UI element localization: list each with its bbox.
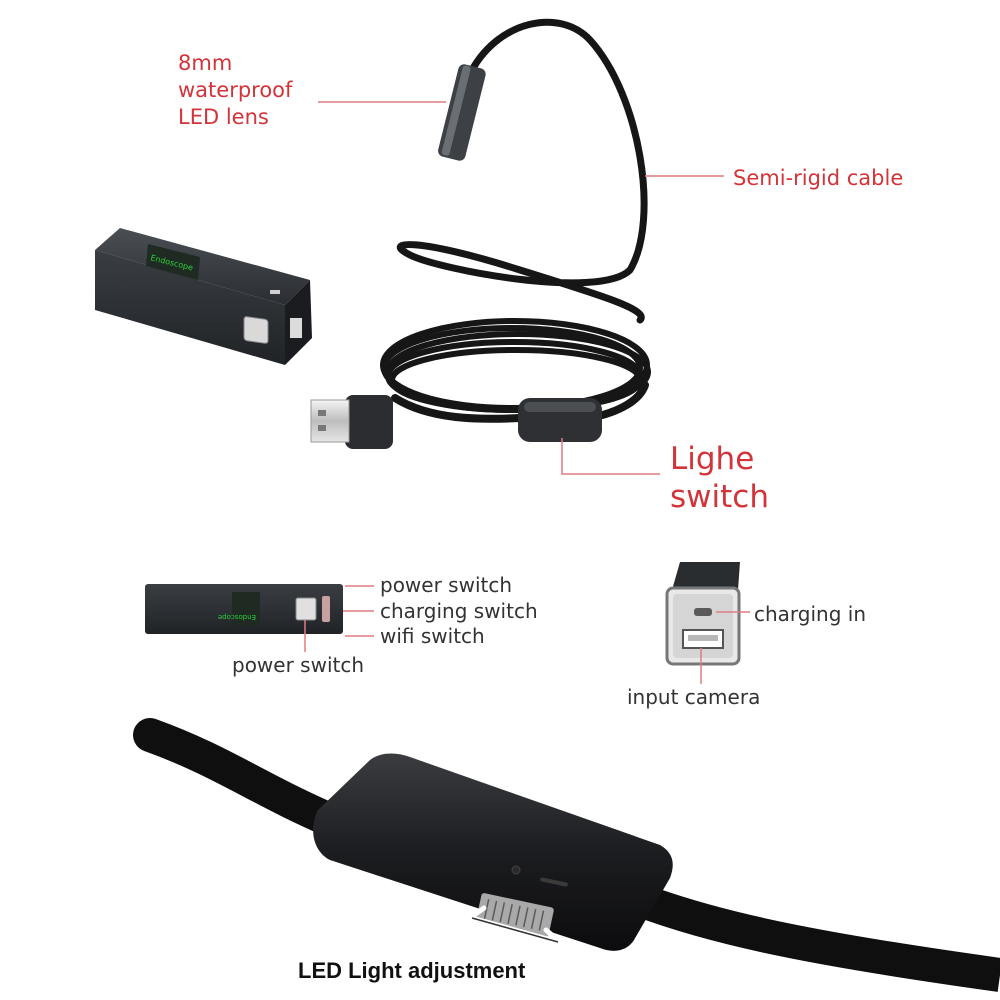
light-adjustment-pod bbox=[133, 718, 1000, 992]
inline-light-switch bbox=[518, 398, 602, 442]
lens-label-line-1: 8mm bbox=[178, 51, 233, 75]
input-camera-label: input camera bbox=[627, 685, 761, 709]
light-switch-label: Lighe switch bbox=[670, 440, 769, 516]
wifi-box: Endoscope bbox=[95, 228, 312, 365]
wifi-box-side-view: Endoscope bbox=[145, 584, 343, 634]
micro-usb-port-icon bbox=[694, 608, 712, 616]
charging-switch-label: charging switch bbox=[380, 599, 538, 623]
wifi-box-end-view bbox=[665, 562, 741, 666]
light-switch-label-line-1: Lighe bbox=[670, 441, 755, 477]
wifi-switch-label: wifi switch bbox=[380, 624, 485, 648]
lens-label-line-2: waterproof bbox=[178, 78, 293, 102]
power-switch-label-bottom: power switch bbox=[232, 653, 365, 677]
cable-label: Semi-rigid cable bbox=[733, 166, 904, 190]
power-switch-label-top: power switch bbox=[380, 573, 513, 597]
svg-text:Endoscope: Endoscope bbox=[218, 613, 256, 621]
led-adjustment-label: LED Light adjustment bbox=[298, 958, 526, 983]
lens-label-line-3: LED lens bbox=[178, 105, 269, 129]
leader-lines bbox=[304, 101, 750, 684]
lens-head bbox=[438, 64, 486, 161]
charging-in-label: charging in bbox=[754, 602, 867, 626]
light-switch-label-line-2: switch bbox=[670, 479, 769, 515]
usb-plug-icon bbox=[310, 395, 393, 449]
semi-rigid-cable bbox=[380, 18, 651, 423]
lens-label: 8mm waterproof LED lens bbox=[178, 50, 292, 131]
